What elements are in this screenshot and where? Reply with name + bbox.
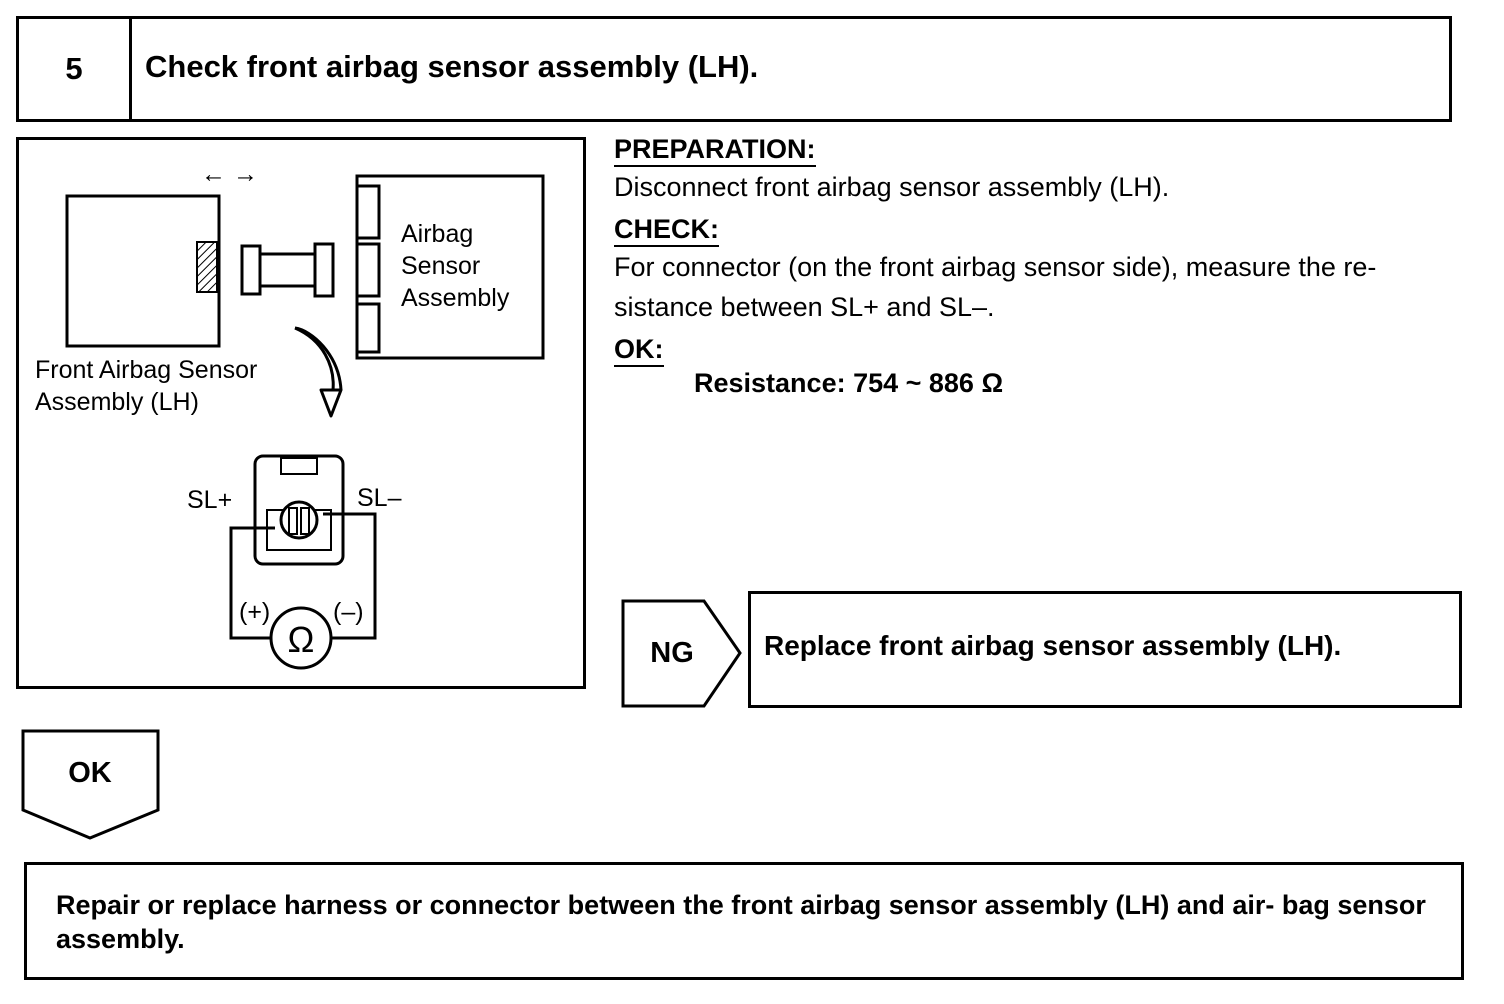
ng-arrow: NG [621, 599, 742, 708]
ohmmeter [269, 606, 333, 670]
front-sensor-label-1: Front Airbag Sensor [35, 356, 257, 384]
ok-result-text: Repair or replace harness or connector b… [56, 890, 1426, 954]
ok-arrow: OK [21, 729, 160, 840]
step-title: Check front airbag sensor assembly (LH). [145, 49, 759, 84]
airbag-sensor-label-1: Airbag [401, 220, 473, 248]
connector-diagram: ← → Airbag Sensor Assembly Front Airbag … [35, 160, 545, 670]
curved-arrow [294, 326, 343, 418]
meter-plus: (+) [239, 598, 270, 626]
check-heading: CHECK: [614, 214, 719, 247]
meter-minus: (–) [333, 598, 364, 626]
step-header: 5 Check front airbag sensor assembly (LH… [16, 16, 1452, 122]
harness-plug-left [240, 244, 262, 296]
check-heading-row: CHECK: [614, 214, 719, 247]
ng-result-text: Replace front airbag sensor assembly (LH… [764, 630, 1342, 661]
preparation-heading-row: PREPARATION: [614, 134, 816, 167]
test-lead-plus [229, 526, 275, 640]
ok-resistance-value: Resistance: 754 ~ 886 Ω [694, 368, 1004, 398]
ok-result-box [24, 862, 1464, 980]
check-text-line1: For connector (on the front airbag senso… [614, 252, 1377, 282]
step-number: 5 [19, 19, 132, 119]
test-lead-minus [323, 512, 377, 640]
terminal-sl-minus: SL– [357, 484, 402, 512]
preparation-text: Disconnect front airbag sensor assembly … [614, 172, 1170, 202]
front-sensor-label-2: Assembly (LH) [35, 388, 199, 416]
sensor-connector-hatch [196, 241, 218, 293]
airbag-sensor-label-3: Assembly [401, 284, 510, 312]
ng-label: NG [650, 637, 694, 669]
disconnect-arrows: ← → [201, 160, 258, 188]
airbag-sensor-body [355, 174, 545, 360]
preparation-heading: PREPARATION: [614, 134, 816, 167]
check-text-line2: sistance between SL+ and SL–. [614, 292, 995, 322]
airbag-sensor-label-2: Sensor [401, 252, 480, 280]
ok-heading: OK: [614, 334, 664, 367]
connector-illustration: ← → Airbag Sensor Assembly Front Airbag … [16, 137, 586, 689]
harness-plug-right [313, 242, 335, 298]
terminal-sl-plus: SL+ [187, 486, 232, 514]
ok-heading-row: OK: [614, 334, 664, 367]
front-sensor-body [65, 194, 221, 348]
ok-label: OK [68, 757, 112, 789]
ohm-icon: Ω [288, 619, 315, 660]
ng-result-box [748, 591, 1462, 708]
